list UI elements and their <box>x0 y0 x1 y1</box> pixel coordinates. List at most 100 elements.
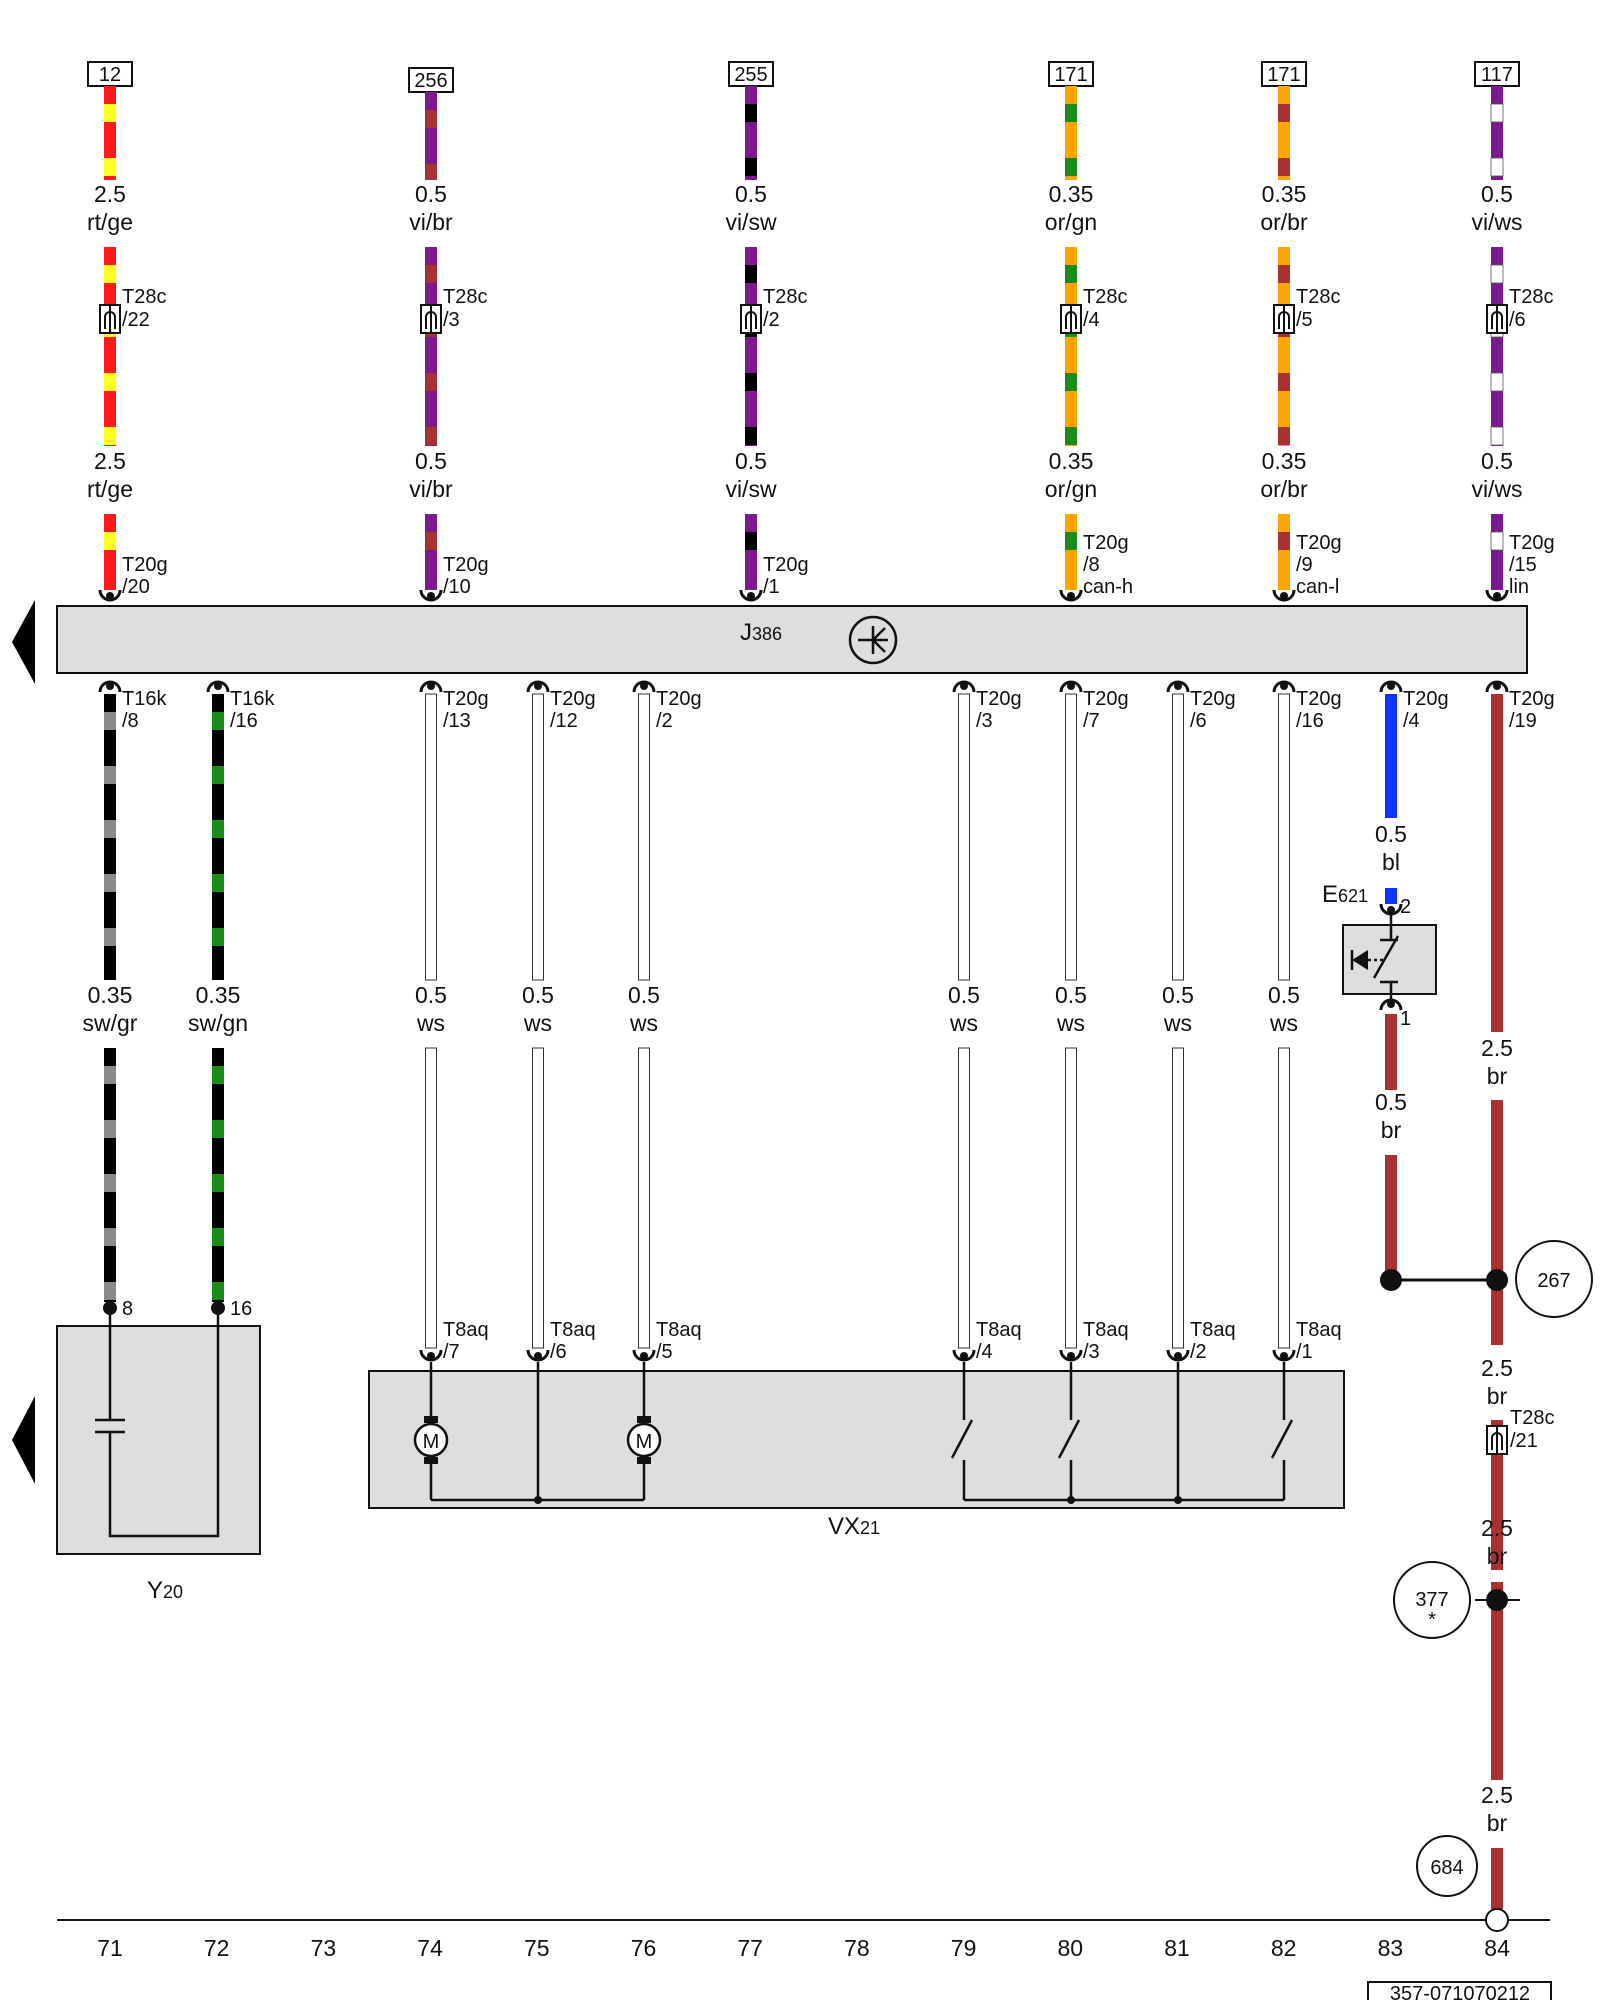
pin-dot <box>747 592 755 600</box>
wire-stripe <box>104 820 116 838</box>
pin-dot <box>1493 592 1501 600</box>
inline-connector-icon <box>99 304 121 334</box>
connector-pin-label: /3 <box>443 309 460 331</box>
wire-body <box>1385 1014 1397 1090</box>
left-arrow-icon[interactable] <box>12 600 35 684</box>
wire-segment-lower <box>745 514 757 590</box>
connector-label: T28c <box>443 286 487 308</box>
wire-stripe <box>212 1228 224 1246</box>
wire-segment-lower <box>1172 1047 1184 1349</box>
connector-label: T20g <box>443 688 489 710</box>
motor-brush <box>637 1416 651 1423</box>
capacitor-icon <box>95 1308 220 1538</box>
wire-size-label: 0.35 <box>1262 448 1307 474</box>
wire-segment <box>1491 1848 1503 1909</box>
wire-size-label: 2.5 <box>1481 1035 1513 1061</box>
wire-size-label: 0.5 <box>1162 982 1194 1008</box>
wire-size-label: 0.5 <box>1481 181 1513 207</box>
connector-pin-label: /16 <box>230 710 258 732</box>
wire-color-label: br <box>1487 1543 1508 1569</box>
wire-color-label: ws <box>1056 1010 1085 1036</box>
connector-pin-label: 1 <box>1400 1008 1411 1030</box>
wire-segment-upper <box>1278 693 1290 981</box>
connector-label: T20g <box>763 554 809 576</box>
wire-size-label: 0.5 <box>1055 982 1087 1008</box>
wire-body <box>532 693 544 981</box>
connector-pin-label: /21 <box>1510 1430 1538 1452</box>
connector-pin-label: /13 <box>443 710 471 732</box>
wire-segment <box>1491 1420 1503 1570</box>
motor-icon: M <box>626 1362 662 1500</box>
motor-symbol: M <box>423 1431 440 1453</box>
wire-body <box>958 693 970 981</box>
pin-dot <box>1387 906 1395 914</box>
wire-segment-lower <box>1385 1155 1397 1280</box>
wire-segment-middle <box>1490 247 1504 446</box>
wire-body <box>1065 1047 1077 1349</box>
pin-dot <box>1387 1000 1395 1008</box>
wire-stripe <box>104 532 116 550</box>
wire-segment-lower <box>638 1047 650 1349</box>
connector-pin-label: /10 <box>443 576 471 598</box>
switch-icon <box>1057 1362 1081 1500</box>
wire-stripe <box>745 265 757 283</box>
connector-label: T8aq <box>1296 1319 1342 1341</box>
left-arrow-icon[interactable] <box>12 1396 35 1484</box>
wire-stripe <box>104 928 116 946</box>
reference-circle-label: 377 <box>1415 1589 1448 1611</box>
wire-stripe <box>1278 158 1290 176</box>
wire-ref-label: 171 <box>1054 64 1087 86</box>
column-number: 80 <box>1058 1935 1084 1961</box>
column-number: 74 <box>417 1935 443 1961</box>
wire-color-label: br <box>1487 1063 1508 1089</box>
pin-dot <box>534 682 542 690</box>
wire-body <box>745 247 757 446</box>
connector-pin-icon <box>739 589 763 602</box>
wire-segment-lower <box>958 1047 970 1349</box>
switch-icon <box>950 1362 974 1500</box>
wire-body <box>1491 1582 1503 1780</box>
wire-color-label: ws <box>1163 1010 1192 1036</box>
wire-segment-lower <box>1490 514 1504 590</box>
wire-color-label: vi/ws <box>1471 476 1522 502</box>
wire-size-label: 0.35 <box>1049 448 1094 474</box>
wire-stripe <box>212 820 224 838</box>
wire-segment <box>1491 1582 1503 1780</box>
connector-pin-icon <box>952 1349 976 1362</box>
wire-size-label: 0.35 <box>88 982 133 1008</box>
inline-connector-icon <box>740 304 762 334</box>
wire-stripe <box>1278 104 1290 122</box>
connector-pin-label: /8 <box>122 710 139 732</box>
wire-stripe <box>1065 373 1077 391</box>
connector-pin-label: /2 <box>656 710 673 732</box>
wire-body <box>1278 514 1290 590</box>
connector-pin-icon <box>1059 680 1083 693</box>
wire-stripe <box>1490 372 1504 392</box>
pin-dot <box>214 682 222 690</box>
column-number: 77 <box>737 1935 763 1961</box>
wire-color-label: ws <box>416 1010 445 1036</box>
switch-blade <box>950 1419 974 1459</box>
connector-pin-icon <box>419 1349 443 1362</box>
wire-size-label: 0.5 <box>415 982 447 1008</box>
pin-dot <box>960 682 968 690</box>
wire-stripe <box>1065 265 1077 283</box>
connector-pin-icon <box>1379 998 1403 1011</box>
wire-stripe <box>212 1066 224 1084</box>
connector-label: T28c <box>1296 286 1340 308</box>
wire-color-label: or/gn <box>1045 476 1097 502</box>
wire-body <box>104 247 116 446</box>
wire-segment-lower <box>425 1047 437 1349</box>
wire-body <box>1065 693 1077 981</box>
wire-stripe <box>425 532 437 550</box>
wire-size-label: 2.5 <box>94 181 126 207</box>
connector-pin-icon <box>1379 680 1403 693</box>
ground-point <box>1485 1908 1509 1932</box>
wire-color-label: vi/br <box>409 476 453 502</box>
